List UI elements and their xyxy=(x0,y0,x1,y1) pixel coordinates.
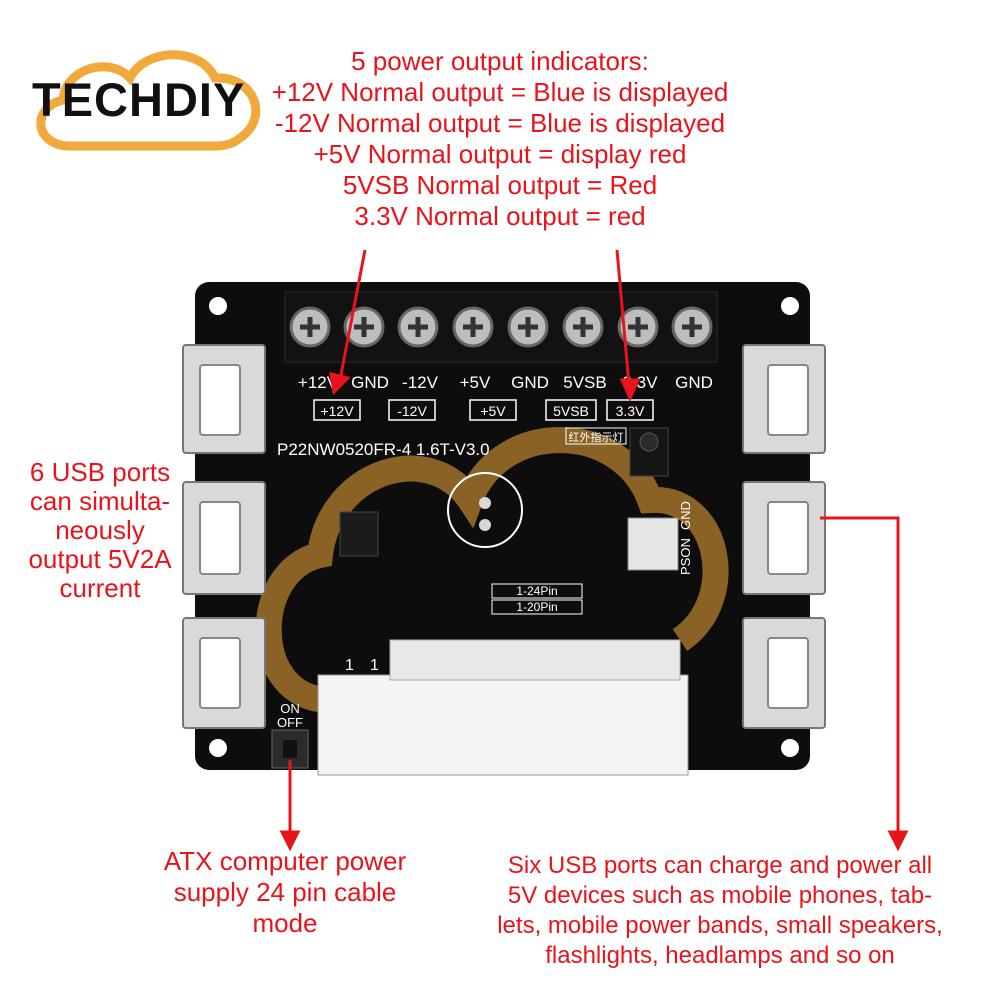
usb-slot-icon xyxy=(199,364,241,436)
annotation-line: Six USB ports can charge and power all xyxy=(507,852,933,879)
led-box xyxy=(388,399,436,421)
arrow-line xyxy=(820,516,900,835)
mount-hole xyxy=(781,297,799,315)
switch-button-icon xyxy=(283,740,297,758)
atx-pins xyxy=(389,639,681,681)
mount-hole xyxy=(209,739,227,757)
screw-slots xyxy=(300,317,702,337)
usb-slot-icon xyxy=(767,637,809,709)
mount-hole xyxy=(781,739,799,757)
led-label: 3.3V xyxy=(616,403,645,419)
arrow-line xyxy=(615,249,631,386)
terminal-label: +12V xyxy=(298,373,339,392)
capacitor-outline xyxy=(447,472,523,548)
pin-label: 1-20Pin xyxy=(516,600,557,614)
switch-label-on: ON xyxy=(280,701,300,716)
usb-slot-icon xyxy=(767,364,809,436)
pin-label: 1-24Pin xyxy=(516,584,557,598)
led-label: 5VSB xyxy=(553,403,589,419)
led-box xyxy=(469,399,517,421)
annotation-line: 3.3V Normal output = red xyxy=(354,201,646,231)
annotation-line: flashlights, headlamps and so on xyxy=(545,942,895,969)
mount-hole xyxy=(209,297,227,315)
led-label: -12V xyxy=(397,403,427,419)
terminal-label: GND xyxy=(675,373,713,392)
usb-slot-icon xyxy=(767,501,809,575)
annotation-line: +5V Normal output = display red xyxy=(313,139,687,169)
annotation-line: 6 USB ports xyxy=(29,457,171,487)
arrow-head-icon xyxy=(887,830,909,852)
annotation-line: current xyxy=(59,573,141,603)
pson-label: PSON xyxy=(678,538,693,575)
annotation-line: mode xyxy=(252,908,318,938)
arrow-head-icon xyxy=(329,372,351,396)
capacitor-pad xyxy=(479,519,491,531)
connector-mark: 1 xyxy=(345,657,354,674)
brand-name: TECHDIY xyxy=(32,73,246,126)
indicator-annotation: 5 power output indicators: +12V Normal o… xyxy=(240,46,760,232)
usb-slot-icon xyxy=(199,637,241,709)
arrow-head-icon xyxy=(279,830,301,852)
ir-label-box xyxy=(565,427,627,445)
terminal-label: GND xyxy=(511,373,549,392)
annotation-line: can simulta- xyxy=(29,486,171,516)
led-label: +5V xyxy=(480,403,506,419)
arrow-line xyxy=(338,249,367,381)
annotation-line: supply 24 pin cable xyxy=(173,877,397,907)
annotation-line: 5 power output indicators: xyxy=(351,46,649,76)
pson-header xyxy=(627,517,679,571)
terminal-label: -12V xyxy=(402,373,439,392)
ic-chip xyxy=(339,511,379,557)
switch-label-off: OFF xyxy=(277,715,303,730)
atx-connector xyxy=(317,674,689,776)
usb-usage-annotation: Six USB ports can charge and power all 5… xyxy=(470,851,970,971)
annotation-line: output 5V2A xyxy=(28,544,172,574)
pin-label-box xyxy=(491,599,583,615)
ir-lens-icon xyxy=(639,432,659,452)
annotation-line: ATX computer power xyxy=(163,846,407,876)
capacitor-pad xyxy=(479,497,491,509)
annotation-arrows xyxy=(279,249,909,852)
annotation-line: neously xyxy=(55,515,145,545)
terminal-label: +5V xyxy=(460,373,491,392)
model-label: P22NW0520FR-4 1.6T-V3.0 xyxy=(277,440,490,459)
led-box xyxy=(545,399,597,421)
pin-label-box xyxy=(491,583,583,599)
watermark-cloud xyxy=(255,427,729,713)
annotation-line: 5VSB Normal output = Red xyxy=(342,170,658,200)
annotation-line: -12V Normal output = Blue is displayed xyxy=(274,108,726,138)
usb-slot-icon xyxy=(199,501,241,575)
atx-annotation: ATX computer power supply 24 pin cable m… xyxy=(140,846,430,939)
annotation-line: 5V devices such as mobile phones, tab- xyxy=(507,882,933,909)
annotation-line: +12V Normal output = Blue is displayed xyxy=(271,77,729,107)
techdiy-logo xyxy=(25,38,275,158)
led-box xyxy=(313,399,361,421)
terminal-label: 5VSB xyxy=(563,373,606,392)
connector-mark: 1 xyxy=(370,657,379,674)
ir-label: 红外指示灯 xyxy=(569,430,624,444)
pson-label: GND xyxy=(678,501,693,530)
terminal-label: GND xyxy=(351,373,389,392)
annotation-line: lets, mobile power bands, small speakers… xyxy=(497,912,943,939)
led-label: +12V xyxy=(320,403,354,419)
usb-annotation: 6 USB ports can simulta- neously output … xyxy=(10,458,190,603)
logo-cloud-icon xyxy=(36,50,261,151)
arrow-head-icon xyxy=(619,378,641,402)
